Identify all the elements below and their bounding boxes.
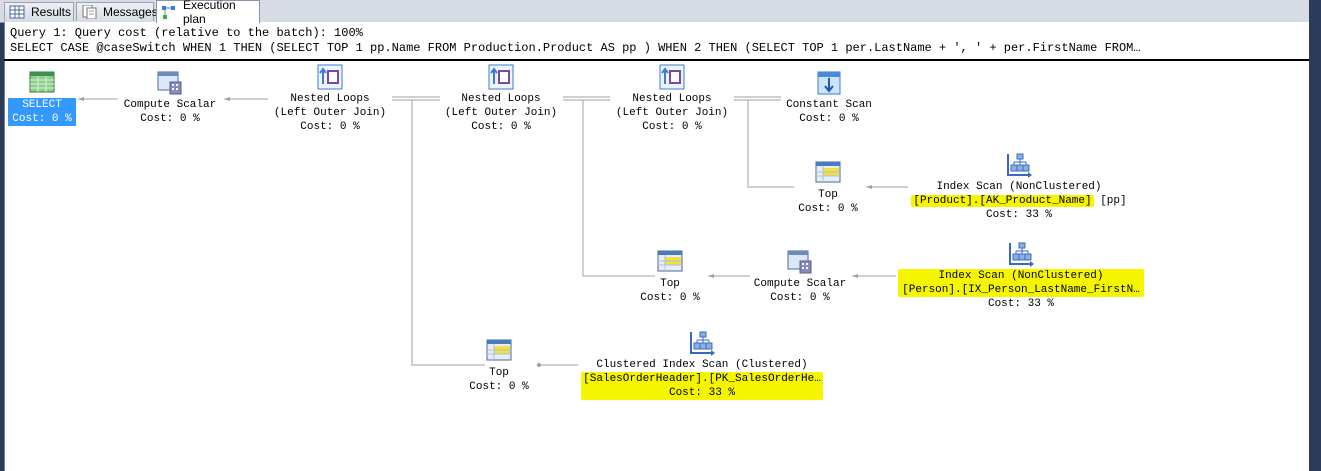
node-object: [Person].[IX_Person_LastName_FirstN… bbox=[902, 284, 1140, 296]
node-cost: Cost: 33 % bbox=[985, 209, 1052, 221]
plan-node-compute-scalar-2[interactable]: Compute Scalar Cost: 0 % bbox=[748, 249, 852, 305]
node-name: Nested Loops bbox=[461, 93, 541, 105]
node-name: Top bbox=[489, 367, 509, 379]
document-icon bbox=[81, 4, 97, 20]
tab-results-label: Results bbox=[31, 5, 72, 19]
index-scan-icon bbox=[1006, 152, 1032, 178]
plan-node-select[interactable]: SELECT Cost: 0 % bbox=[8, 70, 76, 126]
node-sub: (Left Outer Join) bbox=[615, 107, 729, 119]
tab-execution-plan-label: Execution plan bbox=[183, 0, 236, 26]
top-icon bbox=[657, 249, 683, 275]
select-icon bbox=[29, 70, 55, 96]
plan-node-top-1[interactable]: Top Cost: 0 % bbox=[796, 160, 860, 216]
results-tab-bar: Results Messages Execution plan bbox=[0, 0, 1312, 26]
node-cost: Cost: 0 % bbox=[300, 121, 360, 133]
node-cost: Cost: 0 % bbox=[640, 292, 700, 304]
query-sql-text: SELECT CASE @caseSwitch WHEN 1 THEN (SEL… bbox=[10, 41, 1141, 55]
compute-scalar-icon bbox=[157, 70, 183, 96]
node-sub: (Left Outer Join) bbox=[273, 107, 387, 119]
node-sub: (Left Outer Join) bbox=[444, 107, 558, 119]
nested-loops-icon bbox=[317, 64, 343, 90]
grid-icon bbox=[9, 5, 25, 19]
plan-node-index-scan-product[interactable]: Index Scan (NonClustered) [Product].[AK_… bbox=[910, 152, 1128, 222]
node-name: Index Scan (NonClustered) bbox=[936, 181, 1102, 193]
plan-node-clustered-index-scan[interactable]: Clustered Index Scan (Clustered) [SalesO… bbox=[580, 330, 824, 400]
nested-loops-icon bbox=[488, 64, 514, 90]
node-name: Compute Scalar bbox=[123, 99, 217, 111]
tab-results[interactable]: Results bbox=[4, 2, 74, 21]
node-cost: Cost: 0 % bbox=[642, 121, 702, 133]
node-cost: Cost: 0 % bbox=[12, 113, 72, 125]
node-object: [Product].[AK_Product_Name] bbox=[911, 195, 1094, 207]
tab-messages[interactable]: Messages bbox=[76, 2, 158, 21]
plan-node-nested-loops-1[interactable]: Nested Loops (Left Outer Join) Cost: 0 % bbox=[270, 64, 390, 134]
query-cost-text: Query 1: Query cost (relative to the bat… bbox=[10, 26, 363, 40]
node-cost: Cost: 0 % bbox=[799, 113, 859, 125]
node-name: SELECT bbox=[22, 99, 62, 111]
window-edge bbox=[1309, 0, 1321, 471]
plan-node-nested-loops-3[interactable]: Nested Loops (Left Outer Join) Cost: 0 % bbox=[612, 64, 732, 134]
node-name: Compute Scalar bbox=[753, 278, 847, 290]
plan-node-constant-scan[interactable]: Constant Scan Cost: 0 % bbox=[782, 70, 876, 126]
top-icon bbox=[815, 160, 841, 186]
node-cost: Cost: 0 % bbox=[798, 203, 858, 215]
tab-execution-plan[interactable]: Execution plan bbox=[156, 0, 260, 26]
node-alias: [pp] bbox=[1093, 195, 1127, 207]
node-name: Top bbox=[818, 189, 838, 201]
plan-node-nested-loops-2[interactable]: Nested Loops (Left Outer Join) Cost: 0 % bbox=[441, 64, 561, 134]
clustered-index-scan-icon bbox=[689, 330, 715, 356]
top-icon bbox=[486, 338, 512, 364]
node-name: Top bbox=[660, 278, 680, 290]
node-name: Index Scan (NonClustered) bbox=[938, 270, 1104, 282]
node-name: Nested Loops bbox=[290, 93, 370, 105]
plan-node-top-2[interactable]: Top Cost: 0 % bbox=[638, 249, 702, 305]
plan-node-top-3[interactable]: Top Cost: 0 % bbox=[467, 338, 531, 394]
node-cost: Cost: 0 % bbox=[140, 113, 200, 125]
tab-messages-label: Messages bbox=[103, 5, 158, 19]
plan-node-compute-scalar[interactable]: Compute Scalar Cost: 0 % bbox=[118, 70, 222, 126]
constant-scan-icon bbox=[816, 70, 842, 96]
node-cost: Cost: 33 % bbox=[987, 298, 1054, 310]
plan-icon bbox=[161, 5, 177, 19]
query-header: Query 1: Query cost (relative to the bat… bbox=[4, 23, 1309, 61]
node-object: [SalesOrderHeader].[PK_SalesOrderHe… bbox=[583, 373, 821, 385]
node-cost: Cost: 0 % bbox=[469, 381, 529, 393]
plan-node-index-scan-person[interactable]: Index Scan (NonClustered) [Person].[IX_Pe… bbox=[898, 241, 1144, 311]
node-cost: Cost: 0 % bbox=[770, 292, 830, 304]
node-name: Nested Loops bbox=[632, 93, 712, 105]
index-scan-icon bbox=[1008, 241, 1034, 267]
node-name: Clustered Index Scan (Clustered) bbox=[596, 359, 808, 371]
node-name: Constant Scan bbox=[786, 99, 872, 111]
compute-scalar-icon bbox=[787, 249, 813, 275]
nested-loops-icon bbox=[659, 64, 685, 90]
node-cost: Cost: 33 % bbox=[668, 387, 735, 399]
node-cost: Cost: 0 % bbox=[471, 121, 531, 133]
